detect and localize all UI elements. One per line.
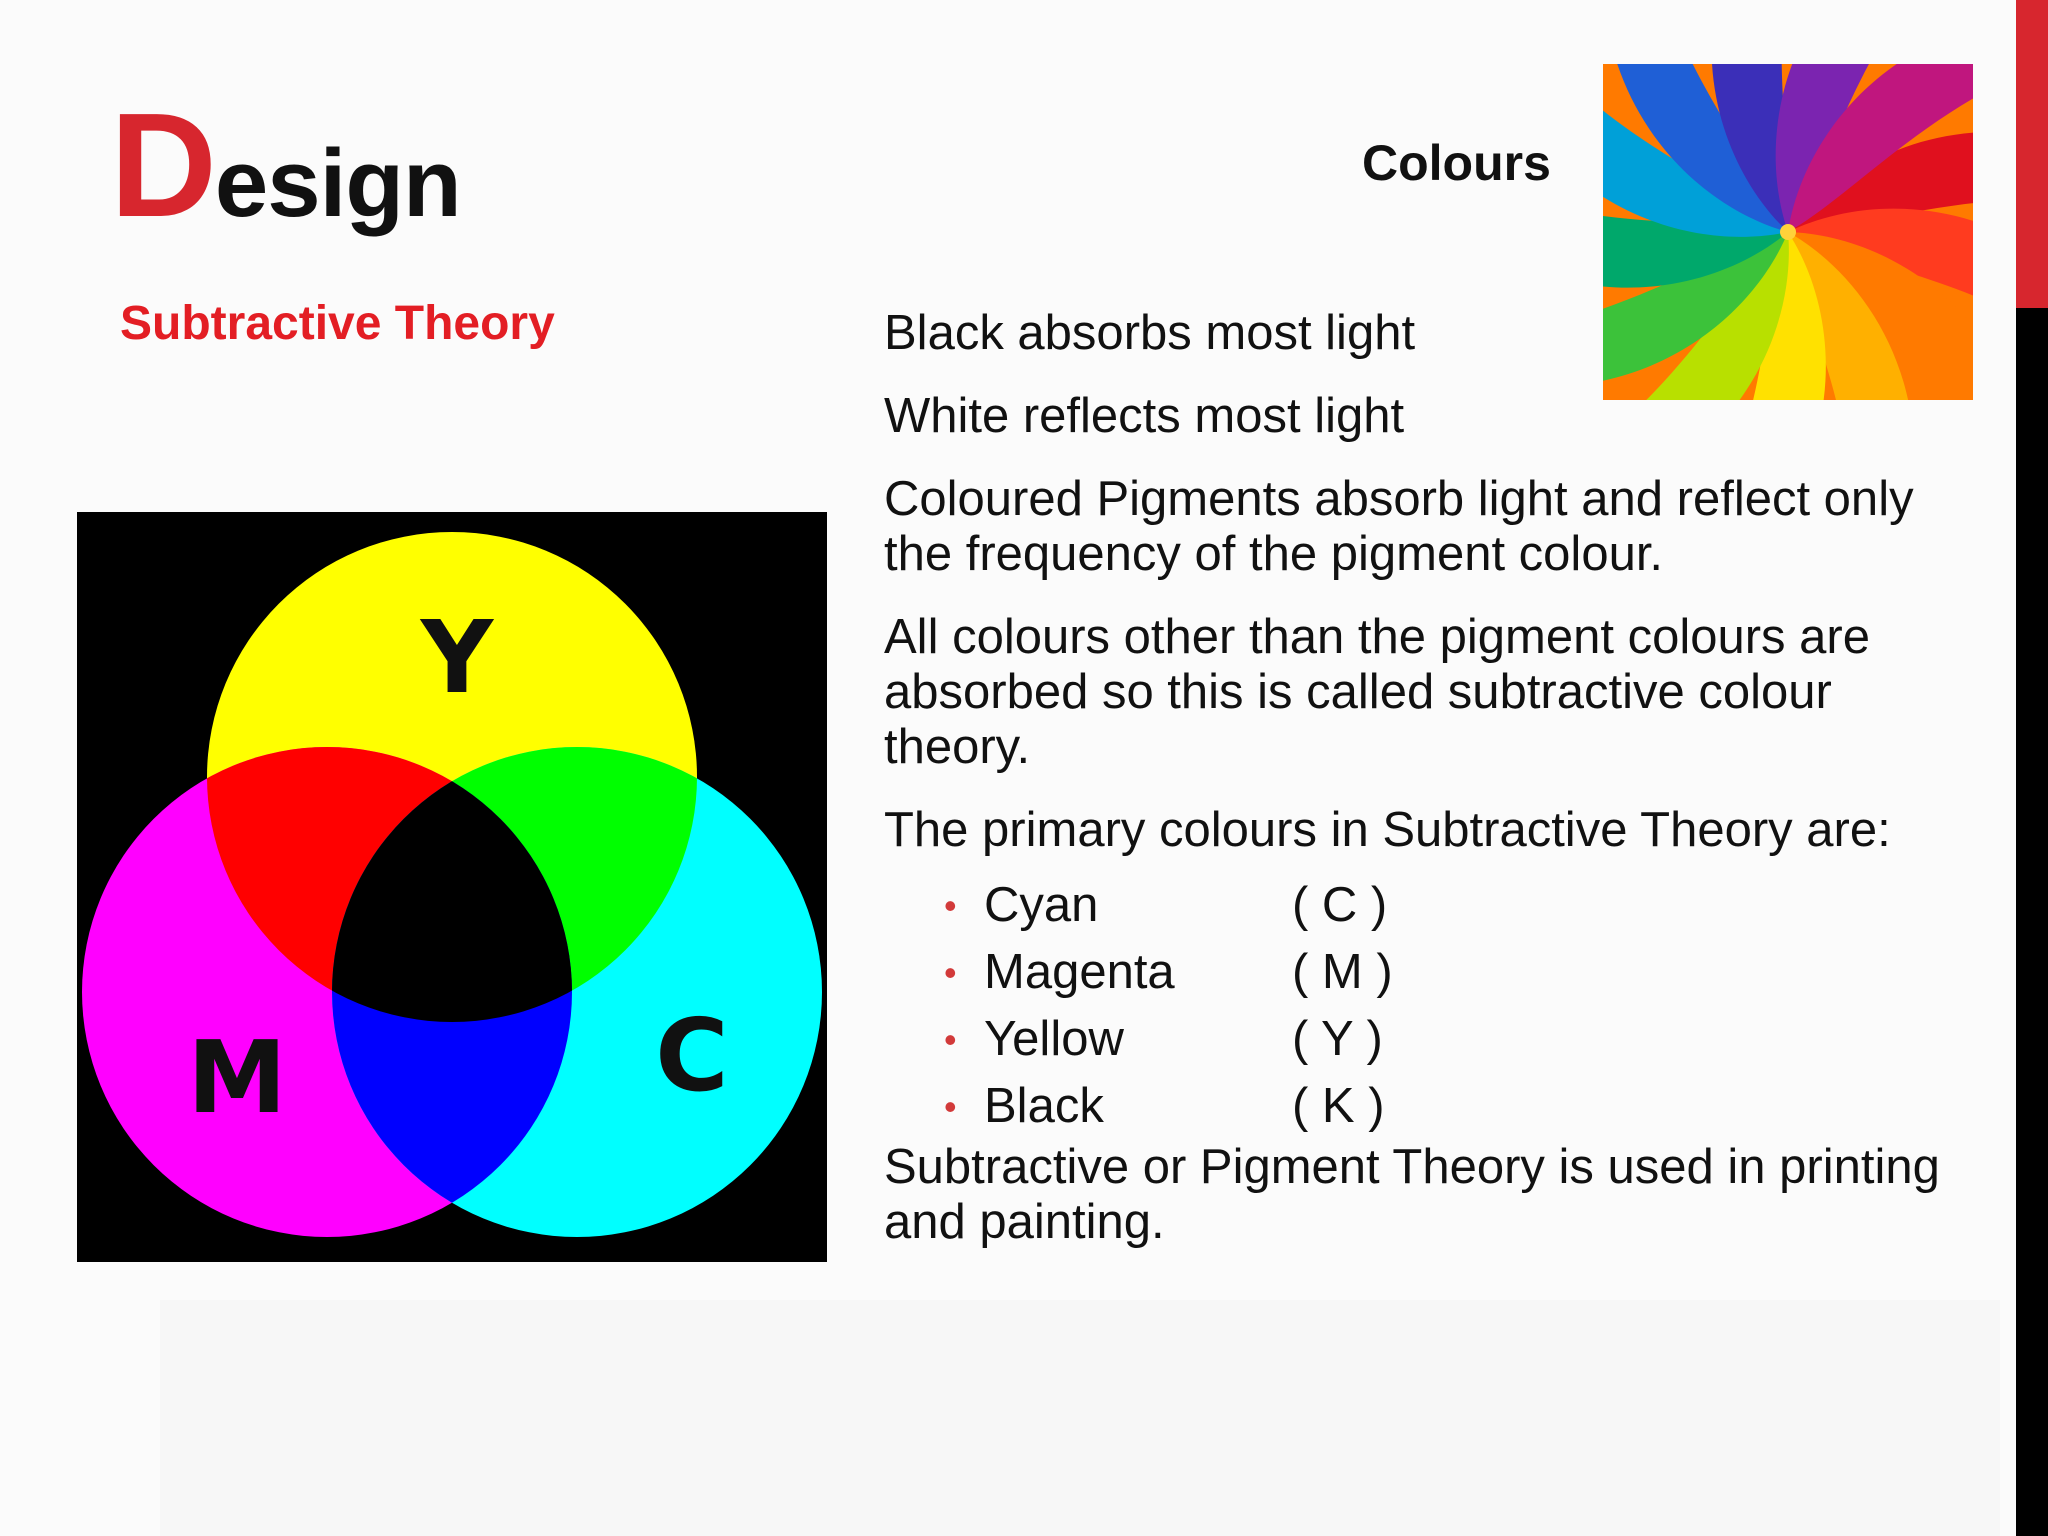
bullet-dot: •	[944, 952, 957, 993]
label-y: Y	[420, 599, 495, 716]
title-initial: D	[110, 83, 217, 248]
paragraph-white-reflects: White reflects most light	[884, 389, 1405, 443]
primary-colours-list: • Cyan ( C ) • Magenta ( M ) • Yellow ( Y ) • B…	[884, 872, 1984, 1140]
paragraph-closing: Subtractive or Pigment Theory is used in…	[884, 1140, 1940, 1249]
paragraph-black-absorbs: Black absorbs most light	[884, 306, 1416, 360]
bullet-dot: •	[944, 1086, 957, 1127]
black-center-overlap	[332, 747, 572, 1022]
edge-accent-black	[2016, 308, 2048, 1536]
list-item: • Black ( K )	[944, 1073, 1984, 1140]
colour-name: Black	[984, 1079, 1104, 1133]
label-m: M	[187, 1019, 287, 1136]
colour-code: ( C )	[1292, 878, 1388, 932]
cmy-venn-diagram: Y M C	[77, 512, 827, 1262]
paragraph-all-colours: All colours other than the pigment colou…	[884, 610, 1870, 774]
swirl-petal	[1603, 232, 1788, 386]
rainbow-swirl-image	[1603, 64, 1973, 400]
paragraph-coloured-pigments: Coloured Pigments absorb light and refle…	[884, 472, 1914, 581]
colour-name: Magenta	[984, 945, 1175, 999]
paragraph-primary-colours: The primary colours in Subtractive Theor…	[884, 803, 1891, 857]
label-c: C	[655, 997, 728, 1114]
colour-name: Yellow	[984, 1012, 1124, 1066]
swirl-petal	[1788, 64, 1973, 232]
edge-accent-red	[2016, 0, 2048, 308]
colour-code: ( Y )	[1292, 1012, 1383, 1066]
colours-heading: Colours	[1362, 135, 1551, 191]
colour-name: Cyan	[984, 878, 1099, 932]
colour-code: ( K )	[1292, 1079, 1385, 1133]
title-rest: esign	[214, 130, 462, 237]
list-item: • Magenta ( M )	[944, 939, 1984, 1006]
slide-subtitle: Subtractive Theory	[120, 297, 555, 350]
swirl-petal	[1788, 232, 1915, 400]
page-background-band	[160, 1300, 2000, 1536]
list-item: • Yellow ( Y )	[944, 1006, 1984, 1073]
bullet-dot: •	[944, 885, 957, 926]
swirl-petal	[1603, 200, 1788, 288]
body-text: Black absorbs most light White reflects …	[884, 306, 1984, 1278]
swirl-petal	[1788, 208, 1973, 327]
swirl-petals	[1603, 64, 1973, 400]
swirl-petal	[1788, 131, 1973, 232]
list-item: • Cyan ( C )	[944, 872, 1984, 939]
slide-title: Design	[110, 92, 462, 240]
bullet-dot: •	[944, 1019, 957, 1060]
colour-code: ( M )	[1292, 945, 1393, 999]
swirl-petal	[1711, 64, 1790, 232]
swirl-petal	[1724, 232, 1826, 400]
